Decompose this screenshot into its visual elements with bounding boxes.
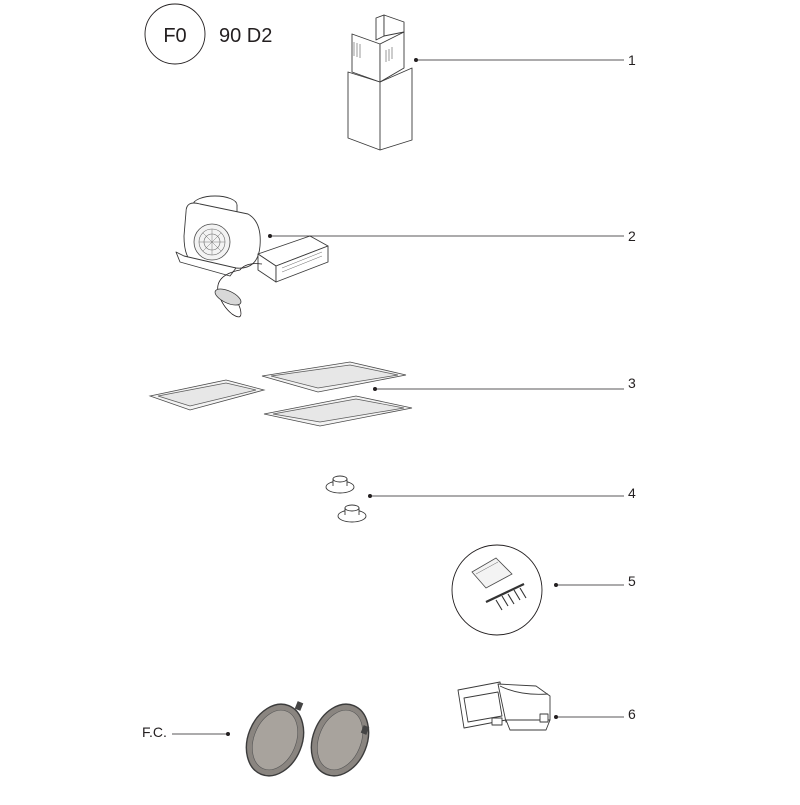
part-number-5: 5 — [628, 573, 636, 589]
circle-code: F0 — [163, 25, 186, 47]
filter-label: F.C. — [142, 724, 167, 740]
part-number-2: 2 — [628, 228, 636, 244]
code-circle — [144, 3, 206, 65]
part-number-3: 3 — [628, 375, 636, 391]
part-number-1: 1 — [628, 52, 636, 68]
part-2-motor: 2 — [175, 195, 636, 318]
part-1-chimney: 1 — [347, 14, 636, 151]
part-4-knobs: 4 — [325, 475, 636, 523]
model-name: 90 D2 — [219, 25, 272, 47]
part-3-filters: 3 — [148, 361, 636, 427]
part-5-hardware-kit: 5 — [451, 544, 636, 636]
part-number-4: 4 — [628, 485, 636, 501]
part-6-air-deflector: 6 — [457, 681, 636, 731]
model-header: F0 90 D2 — [144, 3, 272, 65]
part-number-6: 6 — [628, 706, 636, 722]
carbon-filters: F.C. — [142, 701, 370, 777]
